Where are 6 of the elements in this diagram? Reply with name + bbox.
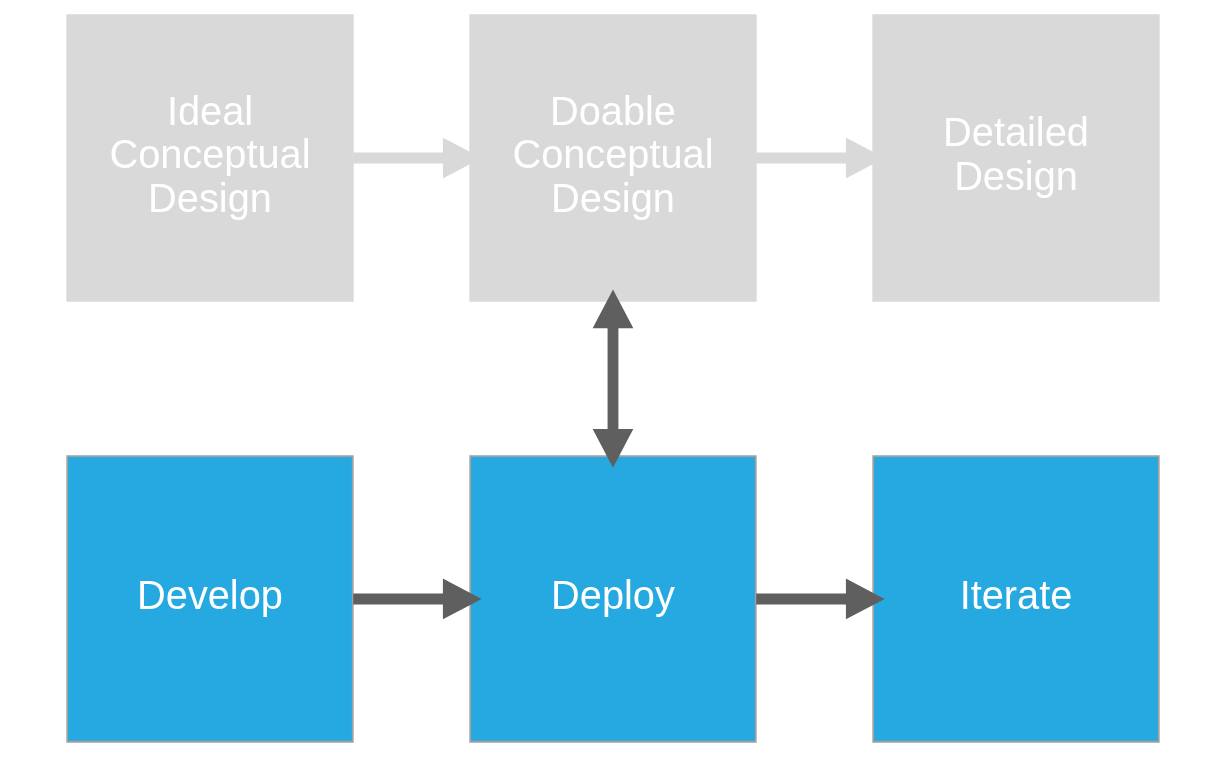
node-box: Deploy xyxy=(469,455,757,743)
arrow xyxy=(353,578,482,620)
node-box: Iterate xyxy=(872,455,1160,743)
arrow xyxy=(592,289,634,468)
node-box: Develop xyxy=(66,455,354,743)
arrow xyxy=(756,578,885,620)
